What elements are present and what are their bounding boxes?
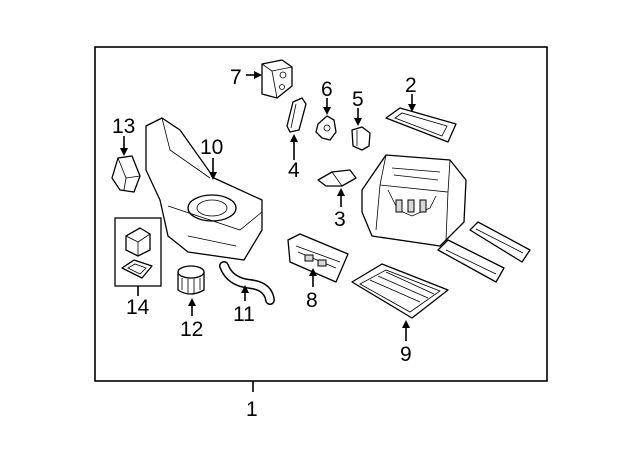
part-12-blower-motor[interactable] [177, 265, 205, 295]
callout-11: 11 [233, 303, 255, 326]
callout-1: 1 [246, 398, 258, 421]
callout-3: 3 [334, 208, 346, 231]
callout-13: 13 [112, 115, 135, 138]
part-filter-door-lower[interactable] [437, 239, 505, 283]
part-7-mode-actuator[interactable] [261, 59, 293, 99]
diagram-frame [94, 46, 548, 382]
hvac-case-assembly[interactable] [361, 154, 467, 247]
part-4-sensor[interactable] [286, 97, 307, 133]
part-filter-door-upper[interactable] [469, 221, 531, 263]
part-14-blower-resistor-kit[interactable] [114, 217, 162, 287]
callout-4: 4 [288, 159, 300, 182]
part-5-actuator[interactable] [351, 126, 371, 151]
part-10-blower-case[interactable] [145, 117, 263, 261]
callout-7: 7 [230, 66, 242, 89]
callout-14: 14 [126, 296, 150, 319]
callout-10: 10 [200, 136, 223, 159]
callout-2: 2 [405, 74, 417, 97]
callout-5: 5 [352, 88, 364, 111]
part-11-hose[interactable] [219, 261, 275, 305]
callout-8: 8 [306, 289, 318, 312]
part-3-bracket[interactable] [317, 169, 357, 187]
callout-12: 12 [180, 318, 203, 341]
callout-9: 9 [400, 343, 412, 366]
part-9-cabin-filter[interactable] [351, 263, 449, 319]
part-6-actuator[interactable] [315, 115, 337, 141]
part-2-filter-cover-seal[interactable] [385, 107, 457, 143]
part-13-resistor-bracket[interactable] [111, 155, 141, 193]
part-8-control-panel[interactable] [287, 233, 349, 283]
callout-6: 6 [321, 78, 333, 101]
